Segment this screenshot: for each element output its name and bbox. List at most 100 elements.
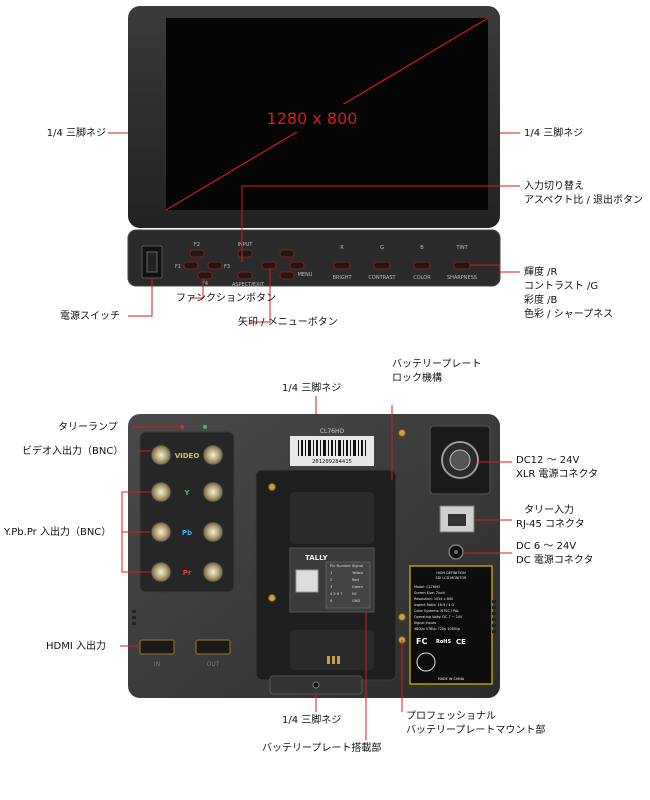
rear-callout-lines — [120, 396, 512, 740]
rj45-port[interactable] — [439, 505, 475, 533]
callout-tripod-left: 1/4 三脚ネジ — [46, 128, 106, 139]
tally-table-row: NC — [352, 592, 358, 596]
video-in-bnc[interactable] — [150, 444, 172, 466]
f1-button[interactable] — [183, 261, 199, 270]
callout-video-io: ビデオ入出力（BNC） — [22, 446, 124, 457]
battery-slot-lower — [290, 630, 374, 670]
spec-screen: Screen Size: 7inch — [414, 591, 445, 595]
battery-pins — [327, 656, 340, 664]
tally-table-row: Yellow — [352, 571, 363, 575]
spec-aspect: Aspect Ratio: 16:9 / 4:3 — [414, 603, 454, 607]
pb-in-bnc[interactable] — [150, 521, 172, 543]
pr-label: Pr — [183, 569, 192, 577]
bright-button[interactable] — [333, 261, 351, 270]
y-out-bnc[interactable] — [202, 481, 224, 503]
pb-out-bnc[interactable] — [202, 521, 224, 543]
callout-pro-battery-2: バッテリープレートマウント部 — [406, 725, 546, 736]
bnc-connectors — [150, 444, 224, 583]
front-monitor: 1280 x 800 — [127, 6, 501, 288]
tally-table-header: Signal — [352, 564, 363, 568]
resolution-mask — [266, 104, 362, 132]
callout-input-switch-1: 入力切り替え — [524, 181, 584, 192]
f3-button[interactable] — [207, 261, 223, 270]
callout-battery-lock-1: バッテリープレート — [392, 359, 482, 370]
callout-tally-lamp: タリーランプ — [58, 422, 118, 433]
menu-label: MENU — [298, 272, 313, 278]
callout-dc6-2: DC 電源コネクタ — [516, 555, 594, 566]
callout-hdmi-io: HDMI 入出力 — [46, 641, 106, 652]
menu-button[interactable] — [289, 261, 305, 270]
f1-label: F1 — [175, 264, 181, 270]
tally-led-green — [203, 425, 207, 429]
power-switch-rocker — [146, 251, 158, 273]
input-button[interactable] — [237, 249, 253, 258]
callout-input-switch-2: アスペクト比 / 退出ボタン — [524, 195, 644, 206]
arrow-buttons — [237, 249, 305, 280]
tint-label: TINT — [455, 245, 468, 251]
hdmi-out-port[interactable] — [195, 639, 231, 655]
down-arrow-button[interactable] — [279, 271, 295, 280]
hdmi-in-port[interactable] — [139, 639, 175, 655]
color-button[interactable] — [413, 261, 431, 270]
b-label: B — [420, 245, 424, 251]
contrast-button[interactable] — [373, 261, 391, 270]
tally-table-row: 8 — [330, 599, 333, 603]
video-out-bnc[interactable] — [202, 444, 224, 466]
hdmi-out-label: OUT — [207, 661, 220, 668]
tally-sticker-label: TALLY — [305, 554, 328, 562]
function-buttons — [183, 249, 223, 280]
f4-button[interactable] — [197, 271, 213, 280]
callout-dc12-2: XLR 電源コネクタ — [516, 469, 599, 480]
callout-tally-in-2: RJ-45 コネクタ — [516, 519, 585, 530]
g-label: G — [380, 245, 384, 251]
callout-arrow-menu-buttons: 矢印 / メニューボタン — [238, 317, 338, 328]
screen-resolution-label: 1280 x 800 — [267, 109, 358, 128]
callout-tripod-bottom: 1/4 三脚ネジ — [282, 715, 342, 726]
front-callout-lines — [108, 132, 520, 323]
made-in-label: MADE IN CHINA — [438, 677, 465, 681]
aspect-exit-button[interactable] — [237, 271, 253, 280]
callout-adjust-3: 彩度 /B — [524, 295, 558, 306]
callout-power-switch: 電源スイッチ — [60, 311, 120, 322]
tally-table-row: 2 — [330, 578, 332, 582]
pr-out-bnc[interactable] — [202, 561, 224, 583]
model-label: CL76HO — [320, 428, 345, 435]
fc-mark: FC — [416, 637, 427, 646]
callout-battery-lock-2: ロック機構 — [392, 373, 442, 384]
sharpness-button[interactable] — [453, 261, 471, 270]
left-arrow-button[interactable] — [261, 261, 277, 270]
f2-button[interactable] — [189, 249, 205, 258]
r-label: R — [340, 245, 344, 251]
input-label: INPUT — [238, 242, 254, 248]
rohs-mark: RoHS — [436, 639, 451, 645]
battery-slot-upper — [290, 492, 374, 544]
tally-table-row: 4 5 6 7 — [330, 592, 343, 596]
up-arrow-button[interactable] — [279, 249, 295, 258]
pr-in-bnc[interactable] — [150, 561, 172, 583]
bottom-tripod-hole — [312, 681, 320, 689]
spec-sub: SDI LCD MONITOR — [435, 576, 467, 580]
callout-ypbpr-io: Y.Pb.Pr 入出力（BNC） — [4, 527, 112, 538]
bnc-panel — [139, 431, 235, 593]
f3-label: F3 — [224, 264, 230, 270]
tally-table-header: Pin Number — [330, 564, 351, 568]
callout-function-buttons: ファンクションボタン — [176, 293, 276, 304]
spec-text: HIGH DEFINITION SDI LCD MONITOR Model: C… — [414, 571, 467, 681]
spec-color: Color Systems: NTSC / PAL — [414, 609, 459, 613]
callout-adjust-2: コントラスト /G — [524, 281, 599, 292]
y-in-bnc[interactable] — [150, 481, 172, 503]
bright-label: BRIGHT — [332, 275, 352, 281]
rear-monitor: VIDEO Y Pb Pr IN OUT CL76HO 201209284415 — [128, 414, 500, 698]
spec-label — [409, 565, 493, 685]
video-label: VIDEO — [175, 452, 200, 460]
callout-tripod-top: 1/4 三脚ネジ — [282, 383, 342, 394]
side-vents — [132, 600, 496, 633]
tally-diagram-icon — [295, 569, 319, 593]
callout-adjust-4: 色彩 / シャープネス — [524, 309, 614, 320]
spec-signal2: 480i/p 576i/p 720p 1080i/p — [414, 627, 460, 631]
y-label: Y — [183, 489, 190, 497]
spec-voltage: Operating Volts: DC 7 ~ 24V — [414, 615, 463, 619]
color-label: COLOR — [413, 275, 431, 281]
spec-resolution: Resolution: 1024 x 800 — [414, 597, 453, 601]
